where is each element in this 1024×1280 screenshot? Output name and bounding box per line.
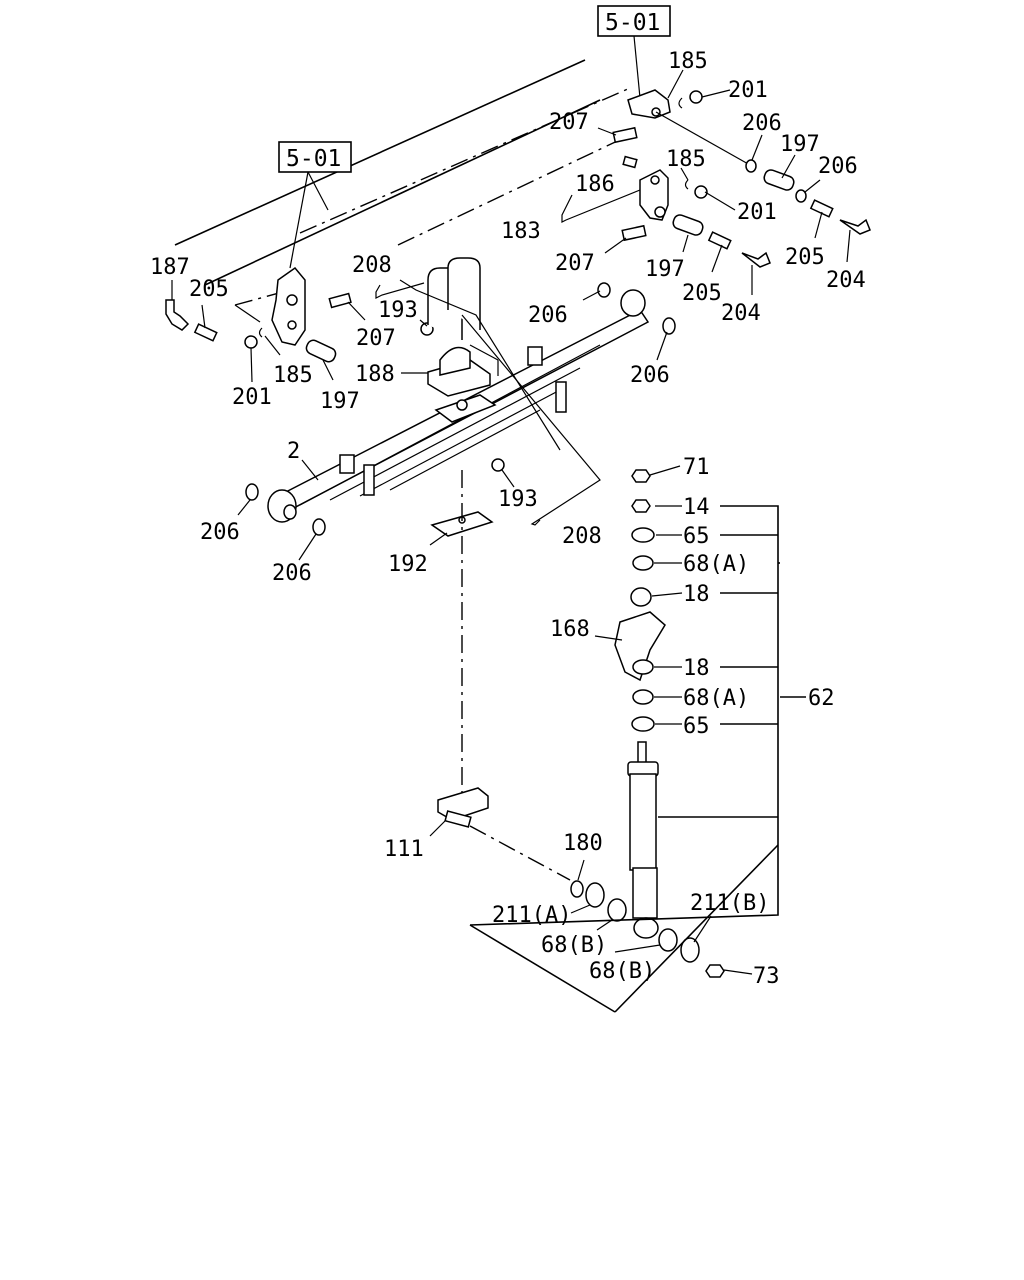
label-68a-lower[interactable]: 68(A) [683,686,749,711]
label-185-left[interactable]: 185 [273,363,313,388]
label-197-left[interactable]: 197 [320,389,360,414]
front-hanger-bracket [627,89,751,166]
label-71[interactable]: 71 [683,455,710,480]
left-hanger-bracket [271,266,306,346]
label-201-top[interactable]: 201 [728,78,768,103]
label-192[interactable]: 192 [388,552,428,577]
leaf-spring [267,289,650,523]
frame-rail [174,59,631,323]
label-14[interactable]: 14 [683,495,710,520]
rear-shackle [639,169,669,221]
label-205-left[interactable]: 205 [189,277,229,302]
label-186[interactable]: 186 [575,172,615,197]
label-206-spring-left-lower[interactable]: 206 [272,561,312,586]
label-65-top[interactable]: 65 [683,524,710,549]
label-187[interactable]: 187 [150,255,190,280]
label-68a-top[interactable]: 68(A) [683,552,749,577]
label-205-right[interactable]: 205 [785,245,825,270]
label-62[interactable]: 62 [808,686,835,711]
label-211a[interactable]: 211(A) [492,903,571,928]
u-bolts [427,257,481,340]
group-bracket-62 [469,505,806,1013]
label-204-mid[interactable]: 204 [721,301,761,326]
label-193-lower[interactable]: 193 [498,487,538,512]
lower-bracket [437,787,571,881]
label-193-top[interactable]: 193 [378,298,418,323]
label-73[interactable]: 73 [753,964,780,989]
label-185-top[interactable]: 185 [668,49,708,74]
label-68b-left[interactable]: 68(B) [541,933,607,958]
label-208-top[interactable]: 208 [352,253,392,278]
label-206-right[interactable]: 206 [818,154,858,179]
label-208-lower[interactable]: 208 [562,524,602,549]
reference-box-top[interactable]: 5-01 [597,5,671,99]
label-206-spring-right-lower[interactable]: 206 [630,363,670,388]
hardware-parts [165,90,871,536]
reference-label-left: 5-01 [286,146,341,172]
label-205-mid[interactable]: 205 [682,281,722,306]
label-204-right[interactable]: 204 [826,268,866,293]
label-18-lower[interactable]: 18 [683,656,710,681]
label-207-mid[interactable]: 207 [555,251,595,276]
part-labels: 185 201 207 206 197 206 185 186 183 201 … [150,49,866,989]
label-180[interactable]: 180 [563,831,603,856]
reference-label-top: 5-01 [605,10,660,36]
label-183[interactable]: 183 [501,219,541,244]
label-197-mid[interactable]: 197 [645,257,685,282]
label-206-spring-right[interactable]: 206 [528,303,568,328]
label-211b[interactable]: 211(B) [690,891,769,916]
label-207-top[interactable]: 207 [549,110,589,135]
label-185-mid[interactable]: 185 [666,147,706,172]
label-201-left[interactable]: 201 [232,385,272,410]
spring-seat [427,346,491,397]
leader-lines [171,69,851,975]
label-65-lower[interactable]: 65 [683,714,710,739]
label-207-left[interactable]: 207 [356,326,396,351]
label-68b-right[interactable]: 68(B) [589,959,655,984]
label-188[interactable]: 188 [355,362,395,387]
label-2[interactable]: 2 [287,439,300,464]
reference-box-left[interactable]: 5-01 [278,141,352,269]
label-206-spring-left[interactable]: 206 [200,520,240,545]
spacer-plate [430,511,494,537]
label-111[interactable]: 111 [384,837,424,862]
label-18-top[interactable]: 18 [683,582,710,607]
label-206-top[interactable]: 206 [742,111,782,136]
label-201-mid[interactable]: 201 [737,200,777,225]
label-197-top[interactable]: 197 [780,132,820,157]
shock-absorber [570,469,725,978]
label-168[interactable]: 168 [550,617,590,642]
